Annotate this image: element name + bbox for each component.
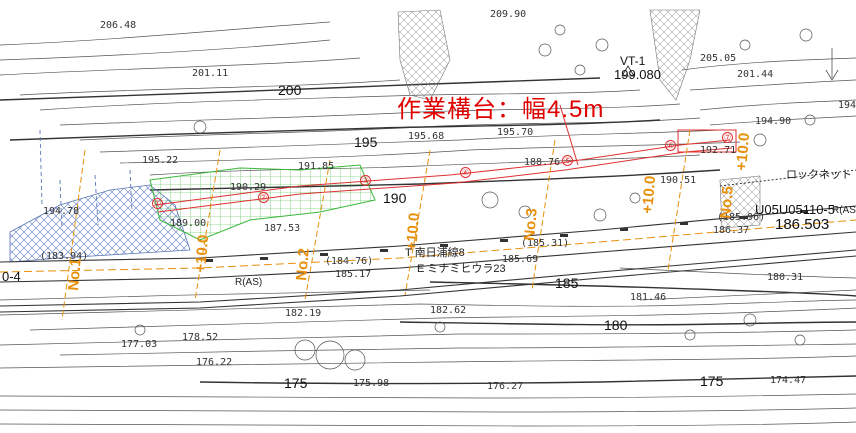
page-title: 作業構台：幅4.5m bbox=[397, 96, 605, 123]
marker: ⑦ bbox=[722, 132, 733, 143]
contour-label: 190 bbox=[383, 190, 407, 206]
marker: ② bbox=[258, 192, 269, 203]
spot-height: 190.29 bbox=[230, 182, 267, 193]
benchmark-name: VT-1 bbox=[620, 54, 646, 68]
contour-label: 175 bbox=[700, 373, 724, 389]
spot-height: 195.68 bbox=[408, 131, 445, 142]
spot-height: 206.48 bbox=[100, 20, 137, 31]
spot-height: 201.44 bbox=[737, 69, 774, 80]
station-lines bbox=[61, 129, 691, 321]
north-arrow-icon bbox=[825, 48, 839, 81]
marker: ① bbox=[152, 198, 163, 209]
pole-id: U05U05110-5 bbox=[755, 202, 835, 217]
guardrail bbox=[205, 210, 808, 262]
contour-label: 195 bbox=[354, 134, 378, 150]
spot-height: 177.03 bbox=[121, 339, 158, 350]
utility-line-label: E ミナミヒウラ23 bbox=[417, 263, 506, 275]
spot-height: 188.76 bbox=[524, 157, 561, 168]
spot-height: 178.52 bbox=[182, 332, 219, 343]
spot-height: 181.46 bbox=[630, 292, 667, 303]
road-surface-label: R(AS) bbox=[235, 277, 263, 288]
contour-label: 200 bbox=[278, 82, 302, 98]
spot-height: 189.00 bbox=[170, 218, 207, 229]
station-label: No.3 bbox=[521, 207, 541, 242]
edge-label: 0-4 bbox=[2, 269, 21, 284]
contour-label: 175 bbox=[284, 375, 308, 391]
vegetation bbox=[134, 24, 816, 371]
spot-height: 176.22 bbox=[196, 357, 233, 368]
spot-height: 194.78 bbox=[43, 206, 80, 217]
station-offset-label: +10.0 bbox=[403, 212, 424, 252]
slope-leaders bbox=[39, 129, 133, 231]
station-label: No.1 bbox=[65, 257, 85, 292]
pole-elevation: 186.503 bbox=[775, 216, 830, 233]
spot-height: 176.27 bbox=[487, 381, 524, 392]
spot-height: 174.47 bbox=[770, 375, 807, 386]
spot-height: 194.90 bbox=[755, 116, 792, 127]
station-offset-label: +10.0 bbox=[733, 132, 754, 172]
center-line bbox=[0, 219, 856, 273]
spot-height: 194 bbox=[838, 100, 856, 111]
contour-lines-upper bbox=[0, 21, 856, 176]
spot-height: 185.69 bbox=[502, 254, 539, 265]
work-stage-outline bbox=[154, 104, 737, 213]
spot-height: 201.11 bbox=[192, 68, 229, 79]
rocknet-label: ロックネット bbox=[786, 169, 852, 181]
spot-height: (184.76) bbox=[325, 256, 374, 267]
rocknet-line bbox=[719, 169, 856, 187]
contour-label: 180 bbox=[604, 317, 628, 333]
spot-height: 205.05 bbox=[700, 53, 737, 64]
rock-patch-upper-left bbox=[397, 9, 451, 101]
utility-line-label: T 南日浦線8 bbox=[405, 247, 465, 259]
marker: ⑤ bbox=[562, 155, 573, 166]
spot-height: 209.90 bbox=[490, 9, 527, 20]
spot-height: 191.85 bbox=[298, 161, 335, 172]
spot-height: 195.22 bbox=[142, 155, 179, 166]
marker: ④ bbox=[460, 167, 471, 178]
station-label: No.2 bbox=[293, 247, 313, 282]
spot-height: 190.51 bbox=[660, 175, 697, 186]
road-surface-label: R(AS bbox=[832, 205, 856, 216]
spot-height: (185.96) bbox=[717, 212, 766, 223]
benchmark-icon bbox=[621, 65, 635, 77]
spot-height: 192.71 bbox=[700, 145, 737, 156]
spot-height: 187.53 bbox=[264, 223, 301, 234]
spot-height: 182.19 bbox=[285, 308, 322, 319]
station-offset-label: +10.0 bbox=[192, 234, 213, 274]
spot-height: 182.62 bbox=[430, 305, 467, 316]
spot-height: 180.31 bbox=[767, 272, 804, 283]
spot-height: (183.94) bbox=[40, 251, 89, 262]
spot-height: 195.70 bbox=[497, 127, 534, 138]
station-label: No.5 bbox=[717, 185, 737, 220]
marker: ③ bbox=[360, 175, 371, 186]
spot-height: 186.37 bbox=[713, 225, 750, 236]
rock-patch-upper-right bbox=[649, 9, 701, 101]
spot-height: 185.17 bbox=[335, 269, 372, 280]
station-offset-label: +10.0 bbox=[639, 175, 660, 215]
benchmark-elevation: 199.080 bbox=[614, 67, 661, 82]
rock-patch-right bbox=[719, 175, 761, 229]
spot-height: 175.98 bbox=[353, 378, 390, 389]
marker: ⑥ bbox=[665, 140, 676, 151]
spot-height: (185.31) bbox=[521, 238, 570, 249]
contour-label: 185 bbox=[555, 275, 579, 291]
